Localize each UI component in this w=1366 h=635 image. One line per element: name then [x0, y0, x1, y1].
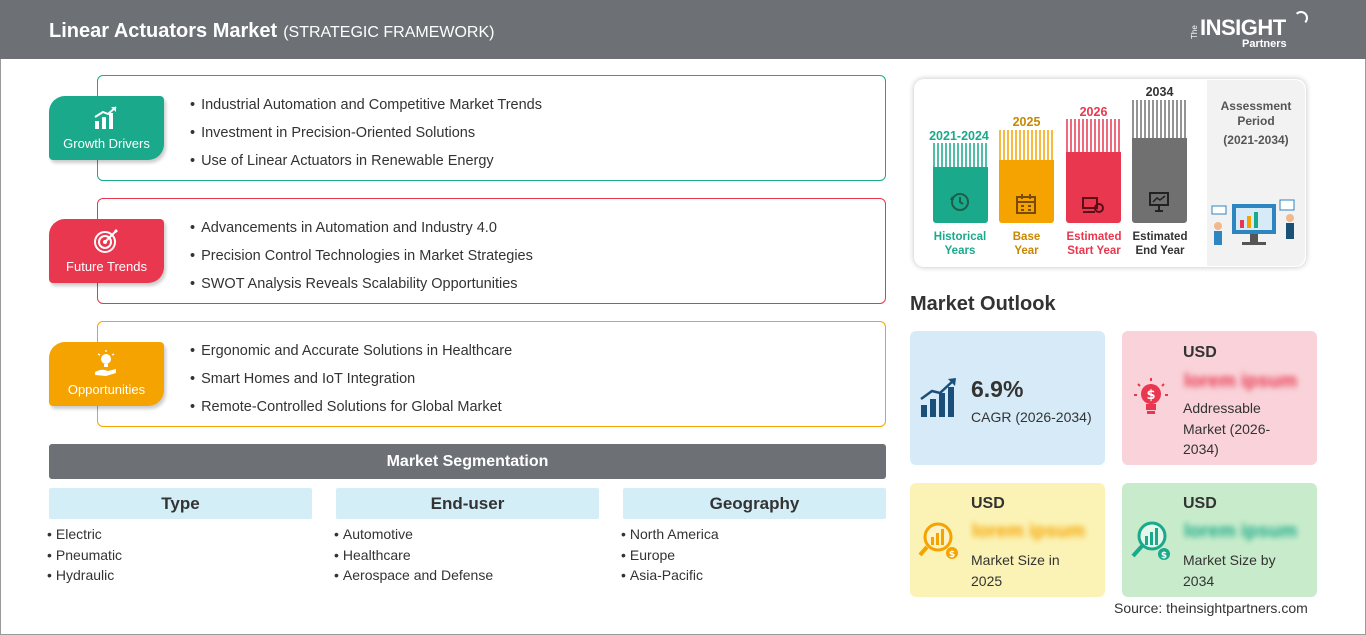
- list-item: Healthcare: [334, 547, 493, 568]
- list-item: North America: [621, 526, 719, 547]
- segment-list-geography: North America Europe Asia-Pacific: [621, 526, 719, 588]
- list-item: SWOT Analysis Reveals Scalability Opport…: [190, 275, 533, 303]
- list-item: Hydraulic: [47, 567, 122, 588]
- list-item: Smart Homes and IoT Integration: [190, 370, 512, 398]
- start-icon: [1082, 197, 1104, 213]
- list-item: Industrial Automation and Competitive Ma…: [190, 96, 542, 124]
- size-2025-currency: USD: [971, 495, 1005, 512]
- assessment-line1: Assessment: [1220, 99, 1292, 113]
- svg-text:$: $: [949, 550, 955, 560]
- logo-the: The: [1190, 25, 1199, 39]
- future-trends-label: Future Trends: [66, 259, 147, 274]
- growth-drivers-label: Growth Drivers: [63, 136, 150, 151]
- future-trends-list: Advancements in Automation and Industry …: [190, 219, 533, 303]
- growth-drivers-tab: Growth Drivers: [49, 96, 164, 160]
- year-label-historical: 2021-2024: [929, 129, 989, 143]
- bar-stripes: [999, 130, 1054, 160]
- segment-list-type: Electric Pneumatic Hydraulic: [47, 526, 122, 588]
- market-outlook-title: Market Outlook: [910, 293, 1056, 315]
- bar-stripes: [1132, 100, 1187, 138]
- bar-historical: [933, 143, 988, 223]
- calendar-icon: [1016, 194, 1036, 214]
- segment-list-end-user: Automotive Healthcare Aerospace and Defe…: [334, 526, 493, 588]
- future-trends-box: Advancements in Automation and Industry …: [97, 198, 886, 304]
- list-item: Use of Linear Actuators in Renewable Ene…: [190, 152, 542, 180]
- svg-text:$: $: [1161, 551, 1167, 561]
- bar-growth-icon: [94, 106, 117, 129]
- growth-drivers-list: Industrial Automation and Competitive Ma…: [190, 96, 542, 180]
- size-2034-value: lorem ipsum: [1184, 521, 1297, 542]
- lightbulb-hand-icon: [95, 350, 116, 376]
- size-2025-value: lorem ipsum: [972, 521, 1085, 542]
- growth-drivers-box: Industrial Automation and Competitive Ma…: [97, 75, 886, 181]
- opportunities-tab: Opportunities: [49, 342, 164, 406]
- bar-stripes: [1066, 119, 1121, 152]
- list-item: Europe: [621, 547, 719, 568]
- segment-head-end-user: End-user: [336, 488, 599, 519]
- segment-head-geography: Geography: [623, 488, 886, 519]
- bar-stripes: [933, 143, 988, 167]
- list-item: Automotive: [334, 526, 493, 547]
- list-item: Ergonomic and Accurate Solutions in Heal…: [190, 342, 512, 370]
- logo-partners: Partners: [1242, 38, 1287, 50]
- logo-insight: INSIGHT: [1200, 15, 1286, 40]
- list-item: Advancements in Automation and Industry …: [190, 219, 533, 247]
- year-label-start: 2026: [1079, 105, 1108, 119]
- magnifier-chart-icon: $: [918, 522, 958, 560]
- idea-dollar-icon: $: [1134, 378, 1168, 414]
- source-text: Source: theinsightpartners.com: [1114, 600, 1308, 616]
- magnifier-chart-icon: $: [1131, 521, 1170, 561]
- target-icon: [94, 229, 118, 253]
- addressable-value: lorem ipsum: [1184, 371, 1297, 392]
- opportunities-box: Ergonomic and Accurate Solutions in Heal…: [97, 321, 886, 427]
- insight-partners-logo: The INSIGHT Partners: [1190, 11, 1310, 53]
- future-trends-tab: Future Trends: [49, 219, 164, 283]
- assessment-range: (2021-2034): [1223, 133, 1289, 147]
- header-bar: Linear Actuators Market(STRATEGIC FRAMEW…: [0, 0, 1366, 59]
- list-item: Remote-Controlled Solutions for Global M…: [190, 398, 512, 426]
- bar-estimated-start: [1066, 119, 1121, 223]
- year-label-base: 2025: [1012, 115, 1041, 129]
- list-item: Aerospace and Defense: [334, 567, 493, 588]
- market-segmentation-bar: Market Segmentation: [49, 444, 886, 479]
- addressable-currency: USD: [1183, 344, 1217, 361]
- presentation-icon: [1149, 192, 1169, 212]
- page-title: Linear Actuators Market(STRATEGIC FRAMEW…: [49, 20, 495, 42]
- list-item: Precision Control Technologies in Market…: [190, 247, 533, 275]
- cagr-label: CAGR (2026-2034): [971, 409, 1092, 425]
- bar-base: [999, 130, 1054, 223]
- segment-head-type: Type: [49, 488, 312, 519]
- cagr-value: 6.9%: [971, 376, 1024, 402]
- logo-arc-icon: [1294, 11, 1308, 25]
- list-item: Asia-Pacific: [621, 567, 719, 588]
- size-2034-currency: USD: [1183, 495, 1217, 512]
- list-item: Electric: [47, 526, 122, 547]
- history-icon: [950, 193, 969, 211]
- analytics-people-icon: [1211, 199, 1295, 245]
- opportunities-list: Ergonomic and Accurate Solutions in Heal…: [190, 342, 512, 426]
- assessment-line2: Period: [1237, 114, 1275, 128]
- list-item: Investment in Precision-Oriented Solutio…: [190, 124, 542, 152]
- opportunities-label: Opportunities: [67, 382, 146, 397]
- growth-chart-icon: [920, 378, 956, 417]
- year-label-end: 2034: [1145, 85, 1174, 99]
- assessment-period: Assessment Period (2021-2034): [1207, 99, 1305, 148]
- page-subtitle: (STRATEGIC FRAMEWORK): [283, 24, 495, 41]
- list-item: Pneumatic: [47, 547, 122, 568]
- bar-estimated-end: [1132, 100, 1187, 223]
- svg-text:$: $: [1146, 388, 1155, 403]
- cagr-card: 6.9% CAGR (2026-2034): [910, 331, 1105, 465]
